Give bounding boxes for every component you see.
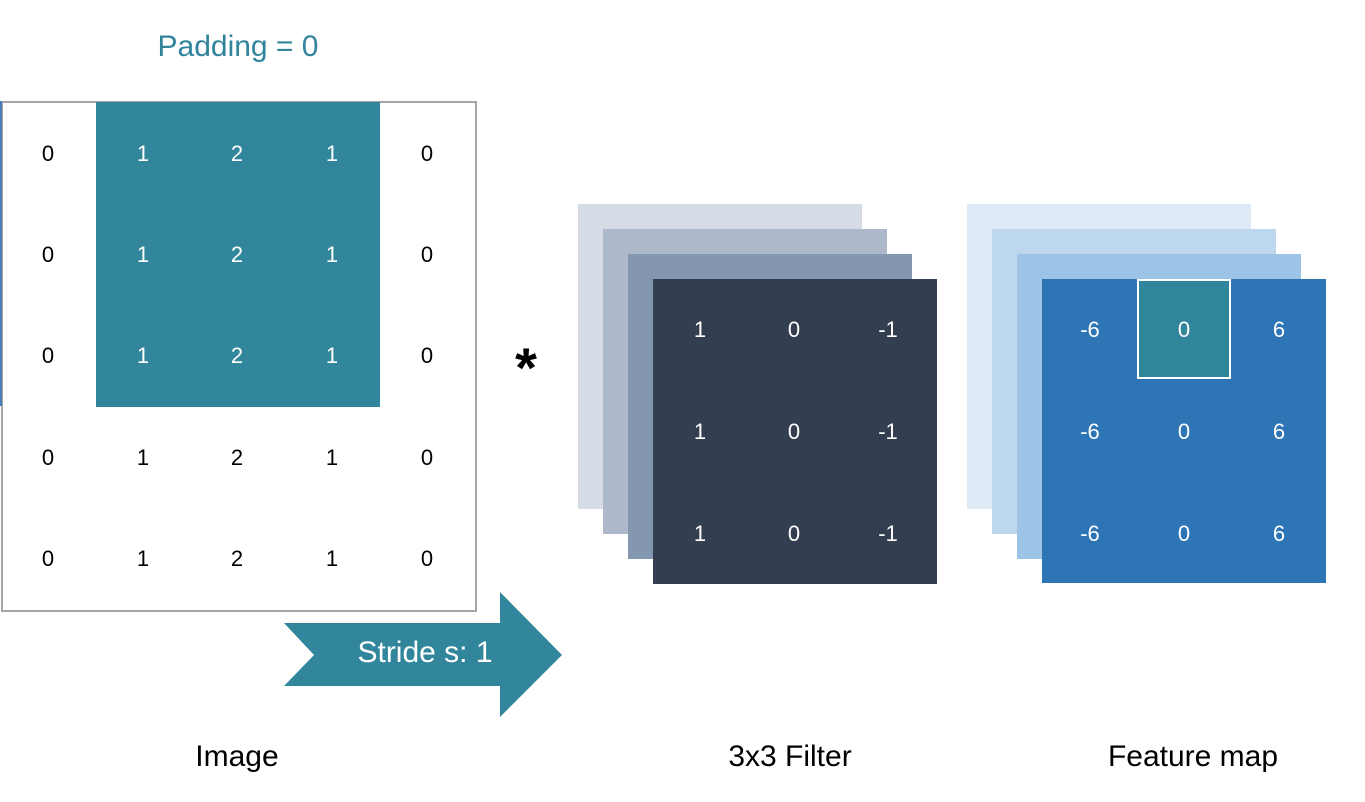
feature-cell: 6 bbox=[1272, 419, 1286, 444]
filter-cell: -1 bbox=[878, 419, 898, 444]
feature-cell: -6 bbox=[1080, 317, 1100, 342]
filter-cell: -1 bbox=[878, 521, 898, 546]
image-cell: 1 bbox=[325, 445, 339, 470]
filter-cell: -1 bbox=[878, 317, 898, 342]
image-cell: 1 bbox=[136, 141, 150, 166]
feature-cell: 0 bbox=[1177, 521, 1191, 546]
feature-cell: -6 bbox=[1080, 521, 1100, 546]
image-cell: 0 bbox=[41, 242, 55, 267]
filter-cell: 1 bbox=[693, 317, 707, 342]
image-receptive-field-highlight bbox=[96, 102, 380, 407]
image-cell: 1 bbox=[325, 343, 339, 368]
filter-cell: 1 bbox=[693, 419, 707, 444]
image-cell: 2 bbox=[230, 343, 244, 368]
image-cell: 0 bbox=[41, 141, 55, 166]
filter-cell: 0 bbox=[787, 317, 801, 342]
image-cell: 1 bbox=[136, 445, 150, 470]
stride-label: Stride s: 1 bbox=[357, 636, 493, 669]
filter-cell: 1 bbox=[693, 521, 707, 546]
image-cell: 1 bbox=[136, 546, 150, 571]
image-cell: 0 bbox=[41, 546, 55, 571]
image-cell: 0 bbox=[420, 445, 434, 470]
image-cell: 0 bbox=[41, 445, 55, 470]
feature-cell: -6 bbox=[1080, 419, 1100, 444]
feature-cell: 0 bbox=[1177, 419, 1191, 444]
image-cell: 0 bbox=[420, 141, 434, 166]
image-cell: 1 bbox=[136, 343, 150, 368]
image-cell: 2 bbox=[230, 141, 244, 166]
image-cell: 1 bbox=[325, 546, 339, 571]
image-cell: 2 bbox=[230, 546, 244, 571]
image-cell: 2 bbox=[230, 445, 244, 470]
image-caption: Image bbox=[195, 740, 279, 773]
feature-map-caption: Feature map bbox=[1107, 740, 1279, 773]
filter-caption: 3x3 Filter bbox=[728, 740, 852, 773]
image-cell: 1 bbox=[136, 242, 150, 267]
convolution-operator: * bbox=[515, 336, 537, 399]
image-cell: 1 bbox=[325, 242, 339, 267]
image-cell: 0 bbox=[420, 546, 434, 571]
image-left-edge bbox=[0, 101, 2, 406]
filter-cell: 0 bbox=[787, 419, 801, 444]
feature-map-output-cell-highlight bbox=[1137, 279, 1231, 379]
image-cell: 0 bbox=[41, 343, 55, 368]
feature-cell: 0 bbox=[1177, 317, 1191, 342]
stride-arrow bbox=[284, 592, 562, 717]
filter-cell: 0 bbox=[787, 521, 801, 546]
padding-label: Padding = 0 bbox=[157, 30, 319, 63]
image-cell: 0 bbox=[420, 242, 434, 267]
feature-cell: 6 bbox=[1272, 521, 1286, 546]
feature-cell: 6 bbox=[1272, 317, 1286, 342]
image-cell: 2 bbox=[230, 242, 244, 267]
image-cell: 0 bbox=[420, 343, 434, 368]
image-cell: 1 bbox=[325, 141, 339, 166]
filter-layer-front bbox=[653, 279, 937, 584]
